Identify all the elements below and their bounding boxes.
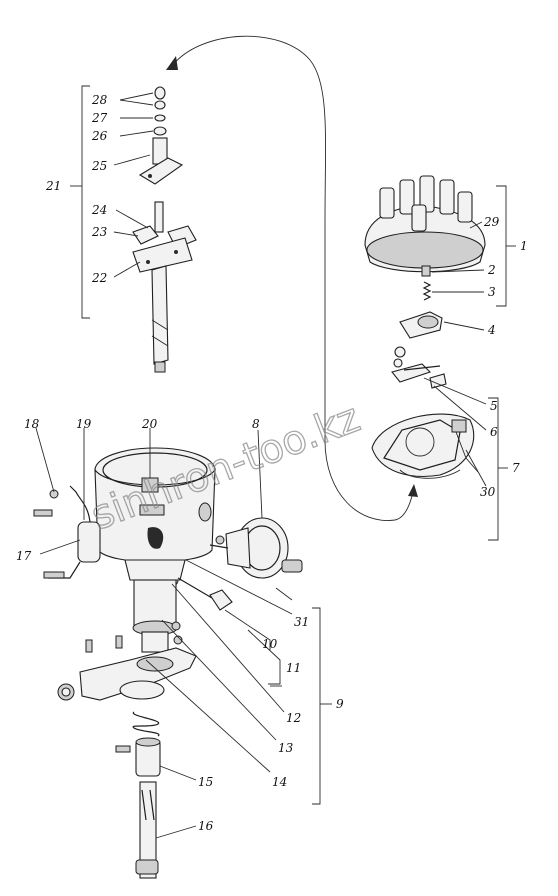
rotor-4 (399, 311, 485, 339)
label-7: 7 (512, 461, 520, 475)
label-31: 31 (294, 615, 309, 629)
condenser-17 (33, 427, 101, 579)
label-29: 29 (483, 215, 500, 229)
label-19: 19 (76, 417, 92, 431)
label-4: 4 (487, 323, 496, 337)
distributor-housing (94, 428, 216, 653)
assembly-path-arrow (166, 35, 418, 521)
label-23: 23 (91, 225, 108, 239)
label-2: 2 (487, 263, 496, 277)
label-1: 1 (520, 239, 528, 253)
label-24: 24 (91, 203, 107, 217)
label-22: 22 (91, 271, 107, 285)
label-27: 27 (91, 111, 108, 125)
label-11: 11 (286, 661, 301, 675)
vacuum-regulator-8 (209, 429, 303, 601)
label-25: 25 (91, 159, 107, 173)
label-14: 14 (272, 775, 287, 789)
label-13: 13 (278, 741, 294, 755)
octane-parts-10-11 (177, 577, 282, 687)
label-6: 6 (490, 425, 498, 439)
callout-labels: 28 27 26 25 21 24 23 22 29 1 2 3 4 5 6 7… (16, 93, 528, 833)
label-26: 26 (91, 129, 108, 143)
label-18: 18 (24, 417, 40, 431)
label-20: 20 (141, 417, 158, 431)
label-10: 10 (262, 637, 278, 651)
leader-lines (145, 559, 332, 805)
label-16: 16 (198, 819, 214, 833)
octane-lever-plate (57, 621, 197, 701)
label-12: 12 (286, 711, 301, 725)
shaft-assembly-21 (70, 85, 197, 373)
label-15: 15 (198, 775, 213, 789)
label-5: 5 (490, 399, 498, 413)
label-8: 8 (252, 417, 260, 431)
label-3: 3 (488, 285, 496, 299)
label-17: 17 (16, 549, 32, 563)
distributor-cap-29 (364, 175, 516, 307)
breaker-plate-7 (371, 397, 508, 541)
label-9: 9 (336, 697, 344, 711)
breaker-parts-5-6 (391, 346, 487, 431)
label-30: 30 (480, 485, 496, 499)
label-28: 28 (91, 93, 108, 107)
drive-parts-14-15-16 (115, 711, 197, 879)
label-21: 21 (45, 179, 61, 193)
